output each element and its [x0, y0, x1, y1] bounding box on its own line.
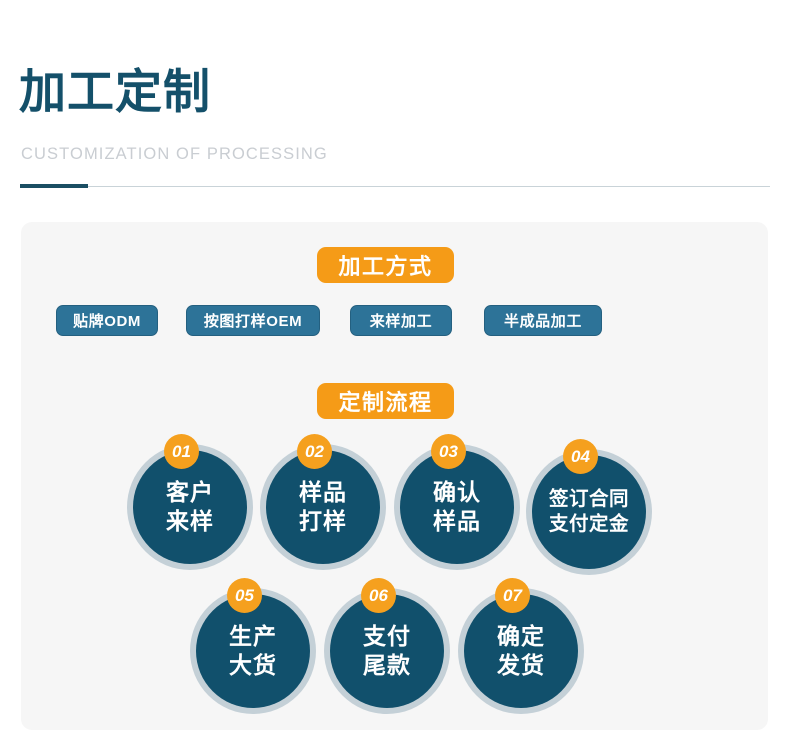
page-title: 加工定制 — [19, 65, 211, 118]
process-step-number-badge: 02 — [297, 434, 332, 469]
process-step-number-badge: 03 — [431, 434, 466, 469]
process-step-label-line: 签订合同 — [548, 488, 629, 511]
process-step-number-badge: 06 — [361, 578, 396, 613]
process-step-number-badge: 01 — [164, 434, 199, 469]
section-heading-process: 定制流程 — [317, 383, 454, 419]
section-heading-methods: 加工方式 — [317, 247, 454, 283]
process-step-label-line: 尾款 — [363, 652, 411, 678]
method-tag[interactable]: 贴牌ODM — [56, 305, 158, 336]
process-step-label-line: 样品 — [299, 478, 347, 505]
process-step-number-badge: 07 — [495, 578, 530, 613]
process-step-body: 确认样品 — [400, 450, 514, 564]
header-divider-accent — [20, 184, 88, 188]
process-step-label-line: 打样 — [299, 508, 347, 534]
process-step-number-badge: 04 — [563, 439, 598, 474]
header-divider — [20, 186, 770, 187]
process-step-body: 支付尾款 — [330, 594, 444, 708]
process-step-label-line: 客户 — [166, 478, 214, 505]
process-step-label-line: 大货 — [229, 652, 277, 678]
method-tag[interactable]: 半成品加工 — [484, 305, 602, 336]
process-step-body: 确定发货 — [464, 594, 578, 708]
process-step-label-line: 发货 — [497, 652, 545, 678]
process-step-label-line: 生产 — [229, 622, 277, 649]
process-step-label-line: 确定 — [497, 622, 545, 649]
process-step-label-line: 确认 — [433, 478, 481, 505]
process-step-body: 生产大货 — [196, 594, 310, 708]
process-step-body: 样品打样 — [266, 450, 380, 564]
method-tag[interactable]: 来样加工 — [350, 305, 452, 336]
method-tag[interactable]: 按图打样OEM — [186, 305, 320, 336]
process-step-label-line: 来样 — [166, 508, 214, 534]
process-step-label-line: 样品 — [433, 508, 481, 534]
process-step-number-badge: 05 — [227, 578, 262, 613]
process-step-body: 客户来样 — [133, 450, 247, 564]
process-step-label-line: 支付 — [363, 622, 411, 649]
page-subtitle: CUSTOMIZATION OF PROCESSING — [21, 145, 328, 163]
process-step-label-line: 支付定金 — [548, 513, 629, 535]
process-step-body: 签订合同支付定金 — [532, 455, 646, 569]
